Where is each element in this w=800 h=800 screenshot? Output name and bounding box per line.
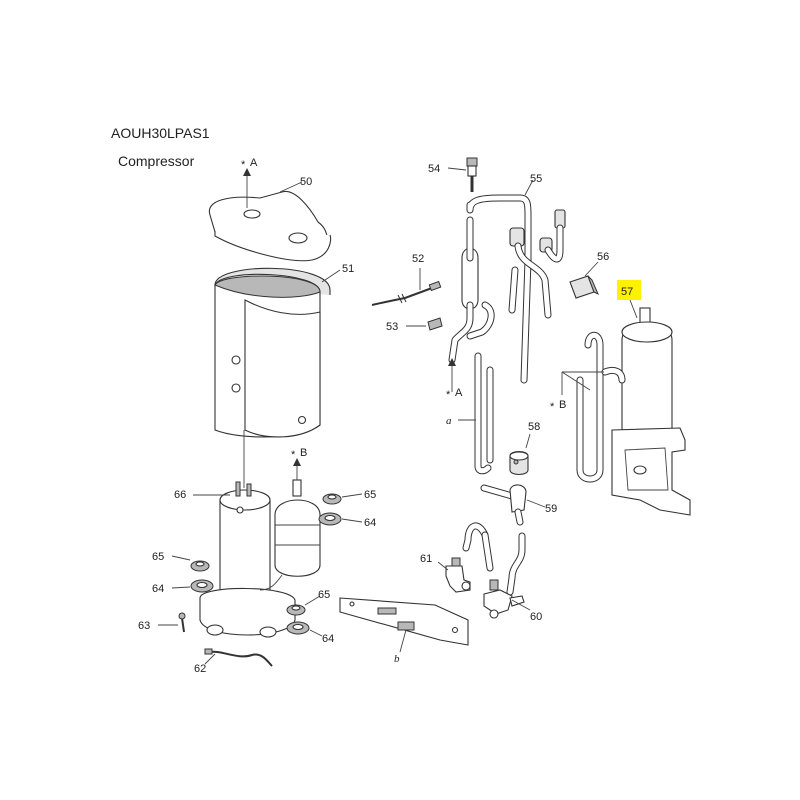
callout-65-right: 65 bbox=[364, 489, 376, 501]
part-60-service-valve bbox=[483, 532, 526, 619]
callout-63: 63 bbox=[138, 620, 150, 632]
ref-star-a-lower: * bbox=[446, 389, 451, 401]
ref-star-a-top: * bbox=[241, 159, 246, 171]
callout-58: 58 bbox=[528, 421, 540, 433]
callout-64-right: 64 bbox=[364, 517, 376, 529]
callout-54: 54 bbox=[428, 163, 440, 175]
ref-b-bracket: b bbox=[394, 653, 400, 665]
ref-star-b-right: * bbox=[550, 401, 555, 413]
callout-50: 50 bbox=[300, 176, 312, 188]
callout-55: 55 bbox=[530, 173, 542, 185]
part-59-valve bbox=[480, 484, 527, 526]
callout-57-highlight bbox=[617, 280, 641, 300]
part-64-washer-left bbox=[190, 579, 214, 593]
callout-65-left: 65 bbox=[152, 551, 164, 563]
part-61-service-valve bbox=[445, 522, 494, 593]
part-62-wire bbox=[204, 648, 273, 667]
part-65-grommet-left bbox=[190, 560, 210, 572]
ref-star-b-left: * bbox=[291, 449, 296, 461]
part-58-coil bbox=[509, 450, 529, 476]
ref-a-top: A bbox=[250, 157, 258, 169]
section-title: Compressor bbox=[118, 153, 195, 169]
part-65-grommet-bottom bbox=[286, 604, 306, 616]
callout-61: 61 bbox=[420, 553, 432, 565]
part-51-insulation-jacket bbox=[214, 267, 331, 438]
callout-66: 66 bbox=[174, 489, 186, 501]
ref-b-left: B bbox=[300, 447, 307, 459]
callout-62: 62 bbox=[194, 663, 206, 675]
model-title: AOUH30LPAS1 bbox=[111, 125, 210, 141]
part-b-bracket bbox=[339, 597, 469, 646]
callout-59: 59 bbox=[545, 503, 557, 515]
callout-64-bottom: 64 bbox=[322, 633, 334, 645]
part-a-pipe bbox=[474, 352, 494, 475]
part-52-sensor bbox=[371, 280, 442, 306]
callout-65-bottom: 65 bbox=[318, 589, 330, 601]
callout-53: 53 bbox=[386, 321, 398, 333]
part-64-washer-bottom bbox=[286, 621, 310, 635]
part-65-grommet-right bbox=[322, 493, 342, 505]
part-50-top-cover bbox=[208, 191, 332, 262]
callout-60: 60 bbox=[530, 611, 542, 623]
part-64-washer-right bbox=[318, 512, 342, 526]
part-56-coil bbox=[569, 275, 599, 299]
part-55-pipe-assembly bbox=[448, 194, 566, 384]
callout-57: 57 bbox=[621, 286, 633, 298]
ref-b-right: B bbox=[559, 399, 566, 411]
callout-56: 56 bbox=[597, 251, 609, 263]
part-57-accumulator bbox=[576, 307, 691, 516]
part-63-bolt bbox=[178, 612, 186, 633]
part-54-valve bbox=[466, 157, 478, 192]
part-53-clip bbox=[427, 317, 443, 331]
callout-52: 52 bbox=[412, 253, 424, 265]
part-66-compressor bbox=[199, 479, 321, 638]
ref-a-lower: A bbox=[455, 387, 463, 399]
callout-51: 51 bbox=[342, 263, 354, 275]
ref-a-pipe: a bbox=[446, 415, 452, 427]
callout-64-left: 64 bbox=[152, 583, 164, 595]
